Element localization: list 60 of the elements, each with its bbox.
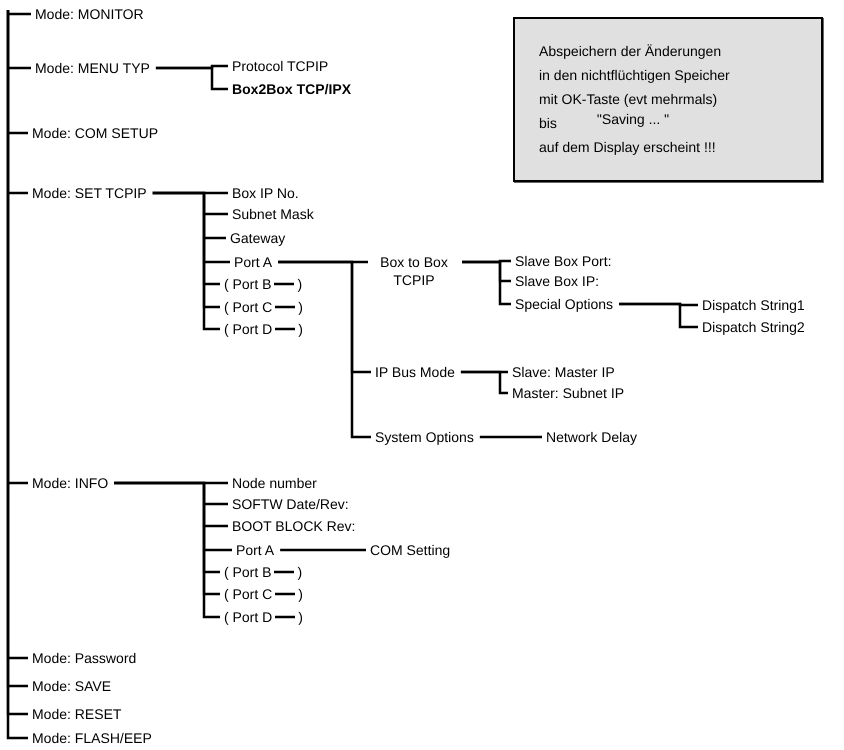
menu-item: Port A (236, 541, 274, 559)
tree-connector (156, 66, 228, 90)
menu-item: ( Port B (224, 275, 272, 293)
note-text: bis (539, 114, 557, 133)
menu-item: Dispatch String1 (702, 296, 805, 314)
tree-connector (6, 10, 31, 16)
tree-connector (462, 260, 511, 306)
menu-item: Port A (234, 253, 272, 271)
menu-item: ( Port D (224, 320, 272, 338)
menu-item: ) (298, 608, 303, 626)
menu-item: Network Delay (546, 428, 638, 446)
menu-item: Mode: Password (32, 649, 136, 667)
menu-item: SOFTW Date/Rev: (232, 495, 349, 513)
menu-item: ) (297, 563, 302, 581)
menu-item: System Options (375, 428, 474, 446)
note-text: auf dem Display erscheint !!! (539, 138, 716, 157)
menu-item: Mode: MONITOR (35, 5, 144, 23)
tree-connector (460, 370, 508, 394)
menu-item: Node number (232, 474, 317, 492)
menu-item: Mode: SET TCPIP (32, 184, 147, 202)
menu-item: Gateway (230, 229, 286, 247)
menu-item: IP Bus Mode (375, 363, 455, 381)
menu-item: Mode: SAVE (32, 677, 112, 695)
menu-item: Protocol TCPIP (232, 57, 328, 75)
menu-item: ) (298, 298, 303, 316)
menu-item: Slave: Master IP (512, 363, 615, 381)
tree-connector (480, 436, 542, 438)
menu-item: Mode: FLASH/EEP (32, 729, 152, 747)
menu-item: COM Setting (370, 541, 450, 559)
menu-item: Box to Box TCPIP (372, 253, 456, 289)
menu-item: ( Port D (224, 608, 272, 626)
menu-item: ) (298, 320, 303, 338)
menu-item: ) (297, 275, 302, 293)
menu-item: ) (298, 585, 303, 603)
tree-connector (152, 192, 220, 330)
menu-item: Box IP No. (232, 184, 299, 202)
menu-item: Mode: MENU TYP (35, 59, 150, 77)
tree-connector (619, 302, 698, 328)
menu-item: Master: Subnet IP (512, 384, 624, 402)
menu-item: Mode: COM SETUP (32, 124, 158, 142)
note-box (513, 17, 823, 182)
menu-item: BOOT BLOCK Rev: (232, 517, 356, 535)
menu-item: Mode: INFO (32, 474, 108, 492)
tree-connector (114, 482, 220, 618)
note-text: in den nichtflüchtigen Speicher (539, 66, 730, 85)
menu-item: Slave Box Port: (515, 252, 612, 270)
menu-item: Special Options (515, 295, 614, 313)
note-text: mit OK-Taste (evt mehrmals) (539, 90, 718, 109)
menu-item: Box2Box TCP/IPX (232, 80, 352, 98)
tree-connector (278, 260, 371, 438)
menu-item: Dispatch String2 (702, 318, 805, 336)
menu-item: Subnet Mask (232, 205, 314, 223)
tree-connector (280, 548, 366, 552)
menu-item: Mode: RESET (32, 705, 122, 723)
menu-item: ( Port B (224, 563, 272, 581)
note-text: "Saving ... " (596, 110, 670, 129)
menu-item: ( Port C (224, 298, 272, 316)
menu-item: Slave Box IP: (515, 272, 600, 290)
menu-item: ( Port C (224, 585, 272, 603)
note-text: Abspeichern der Änderungen (539, 42, 722, 61)
